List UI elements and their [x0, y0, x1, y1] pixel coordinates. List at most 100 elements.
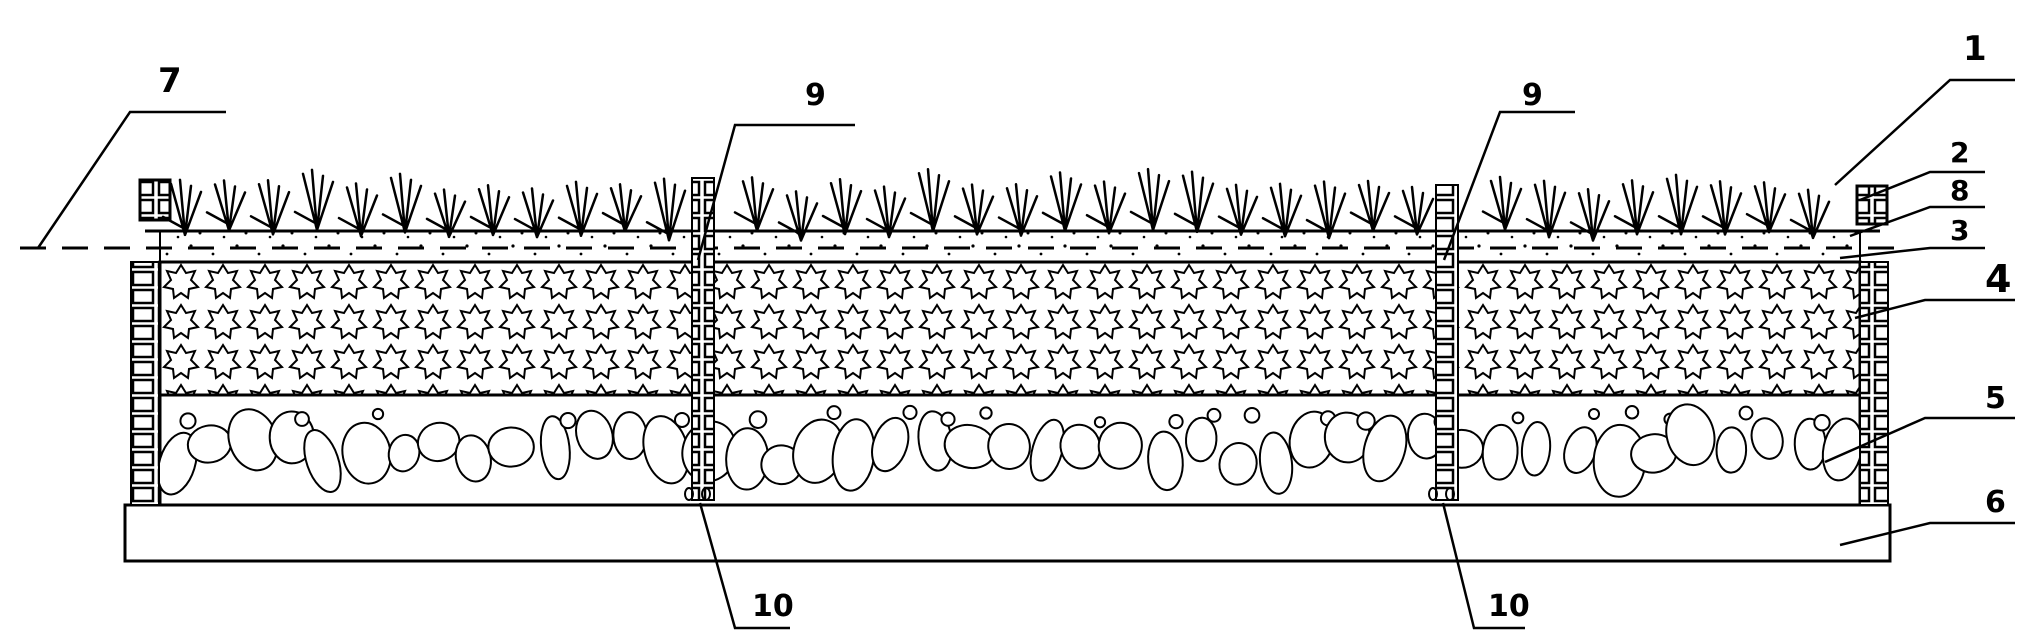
- stone: [1097, 421, 1143, 470]
- plant-tuft: [513, 187, 555, 239]
- plant-tuft: [777, 190, 819, 242]
- plant-tuft: [337, 182, 379, 238]
- stone: [1520, 421, 1552, 477]
- plant-tuft: [1745, 181, 1787, 234]
- plant-tuft: [821, 177, 863, 236]
- vegetation-1: [161, 167, 1831, 242]
- plant-tuft: [249, 178, 291, 236]
- small-stone: [748, 410, 768, 429]
- leader-6: [1839, 521, 2015, 547]
- leader-9-right: [1442, 110, 1575, 261]
- leader-10-right: [1441, 502, 1525, 630]
- plant-tuft: [1085, 180, 1127, 235]
- small-stone: [1813, 414, 1831, 432]
- leader-5: [1824, 416, 2015, 464]
- small-stone: [1243, 406, 1261, 424]
- leader-10-left: [698, 502, 790, 630]
- left-curb: [138, 178, 172, 222]
- small-stone: [179, 412, 197, 430]
- stone: [387, 433, 421, 473]
- plant-tuft: [1525, 179, 1567, 239]
- small-stone: [1511, 411, 1525, 425]
- plant-tuft: [205, 179, 247, 232]
- stone: [416, 421, 461, 463]
- small-stone: [371, 407, 385, 421]
- small-stone: [559, 412, 577, 430]
- stone: [539, 415, 571, 481]
- stone: [871, 416, 910, 473]
- plant-tuft: [1657, 173, 1699, 236]
- stone: [1481, 423, 1519, 481]
- label-8: 8: [1950, 174, 1969, 207]
- plant-tuft: [865, 185, 907, 239]
- plant-tuft: [601, 183, 643, 233]
- small-stone: [1587, 407, 1601, 421]
- leader-2: [1859, 170, 1985, 202]
- plant-tuft: [1789, 188, 1831, 240]
- label-10-left: 10: [752, 589, 794, 624]
- label-5: 5: [1985, 381, 2006, 416]
- plant-tuft: [1481, 175, 1523, 231]
- small-stone: [826, 405, 842, 421]
- partition-wall-9-right: [1435, 184, 1459, 501]
- plant-tuft: [381, 172, 423, 234]
- small-stone: [940, 411, 956, 427]
- plant-tuft: [953, 183, 995, 236]
- label-10-right: 10: [1488, 589, 1530, 624]
- leader-4: [1854, 298, 2015, 320]
- small-stone: [1168, 413, 1184, 430]
- stone-fill: [156, 403, 1864, 498]
- small-stone: [1624, 404, 1640, 420]
- stone: [612, 411, 648, 461]
- left-wall: [130, 261, 160, 506]
- label-9-right: 9: [1522, 78, 1543, 113]
- media-layer-4: [158, 260, 1862, 397]
- label-7: 7: [158, 61, 182, 101]
- stone: [303, 429, 342, 493]
- stone: [1258, 431, 1294, 495]
- stone: [487, 426, 535, 468]
- plant-tuft: [1129, 167, 1171, 232]
- plant-tuft: [293, 168, 335, 232]
- plant-tuft: [1261, 182, 1303, 238]
- partition-wall-9-left: [691, 177, 715, 501]
- base-layer-6: [123, 503, 1892, 563]
- plant-tuft: [1217, 183, 1259, 236]
- plant-tuft: [1173, 170, 1215, 234]
- label-1: 1: [1963, 29, 1987, 69]
- plant-tuft: [1041, 171, 1083, 233]
- stone: [575, 409, 614, 460]
- small-stone: [1093, 416, 1107, 429]
- small-stone: [979, 406, 993, 420]
- label-4: 4: [1985, 257, 2011, 301]
- label-3: 3: [1950, 214, 1969, 247]
- plant-tuft: [909, 168, 951, 233]
- small-stone: [674, 411, 690, 428]
- plant-tuft: [425, 188, 467, 239]
- small-stone: [902, 404, 918, 420]
- plant-tuft: [557, 180, 599, 237]
- plant-tuft: [1349, 179, 1391, 232]
- label-6: 6: [1985, 485, 2006, 520]
- stone: [1147, 430, 1184, 492]
- plant-tuft: [733, 176, 775, 232]
- small-stone: [1738, 405, 1754, 421]
- stone: [1362, 414, 1408, 483]
- plant-tuft: [1613, 179, 1655, 236]
- stone: [156, 431, 198, 496]
- plant-tuft: [1305, 180, 1347, 240]
- leader-lines: [36, 78, 2015, 630]
- label-9-left: 9: [805, 78, 826, 113]
- stone: [987, 422, 1031, 470]
- right-wall: [1859, 261, 1889, 506]
- plant-tuft: [1701, 180, 1743, 236]
- plant-tuft: [1393, 185, 1435, 236]
- small-stone: [294, 411, 310, 427]
- small-stone: [1356, 411, 1376, 431]
- plant-tuft: [161, 178, 203, 237]
- label-2: 2: [1950, 136, 1969, 169]
- small-stone: [1206, 407, 1222, 423]
- drain-holes-10-left: [684, 487, 711, 501]
- plant-tuft: [645, 177, 687, 242]
